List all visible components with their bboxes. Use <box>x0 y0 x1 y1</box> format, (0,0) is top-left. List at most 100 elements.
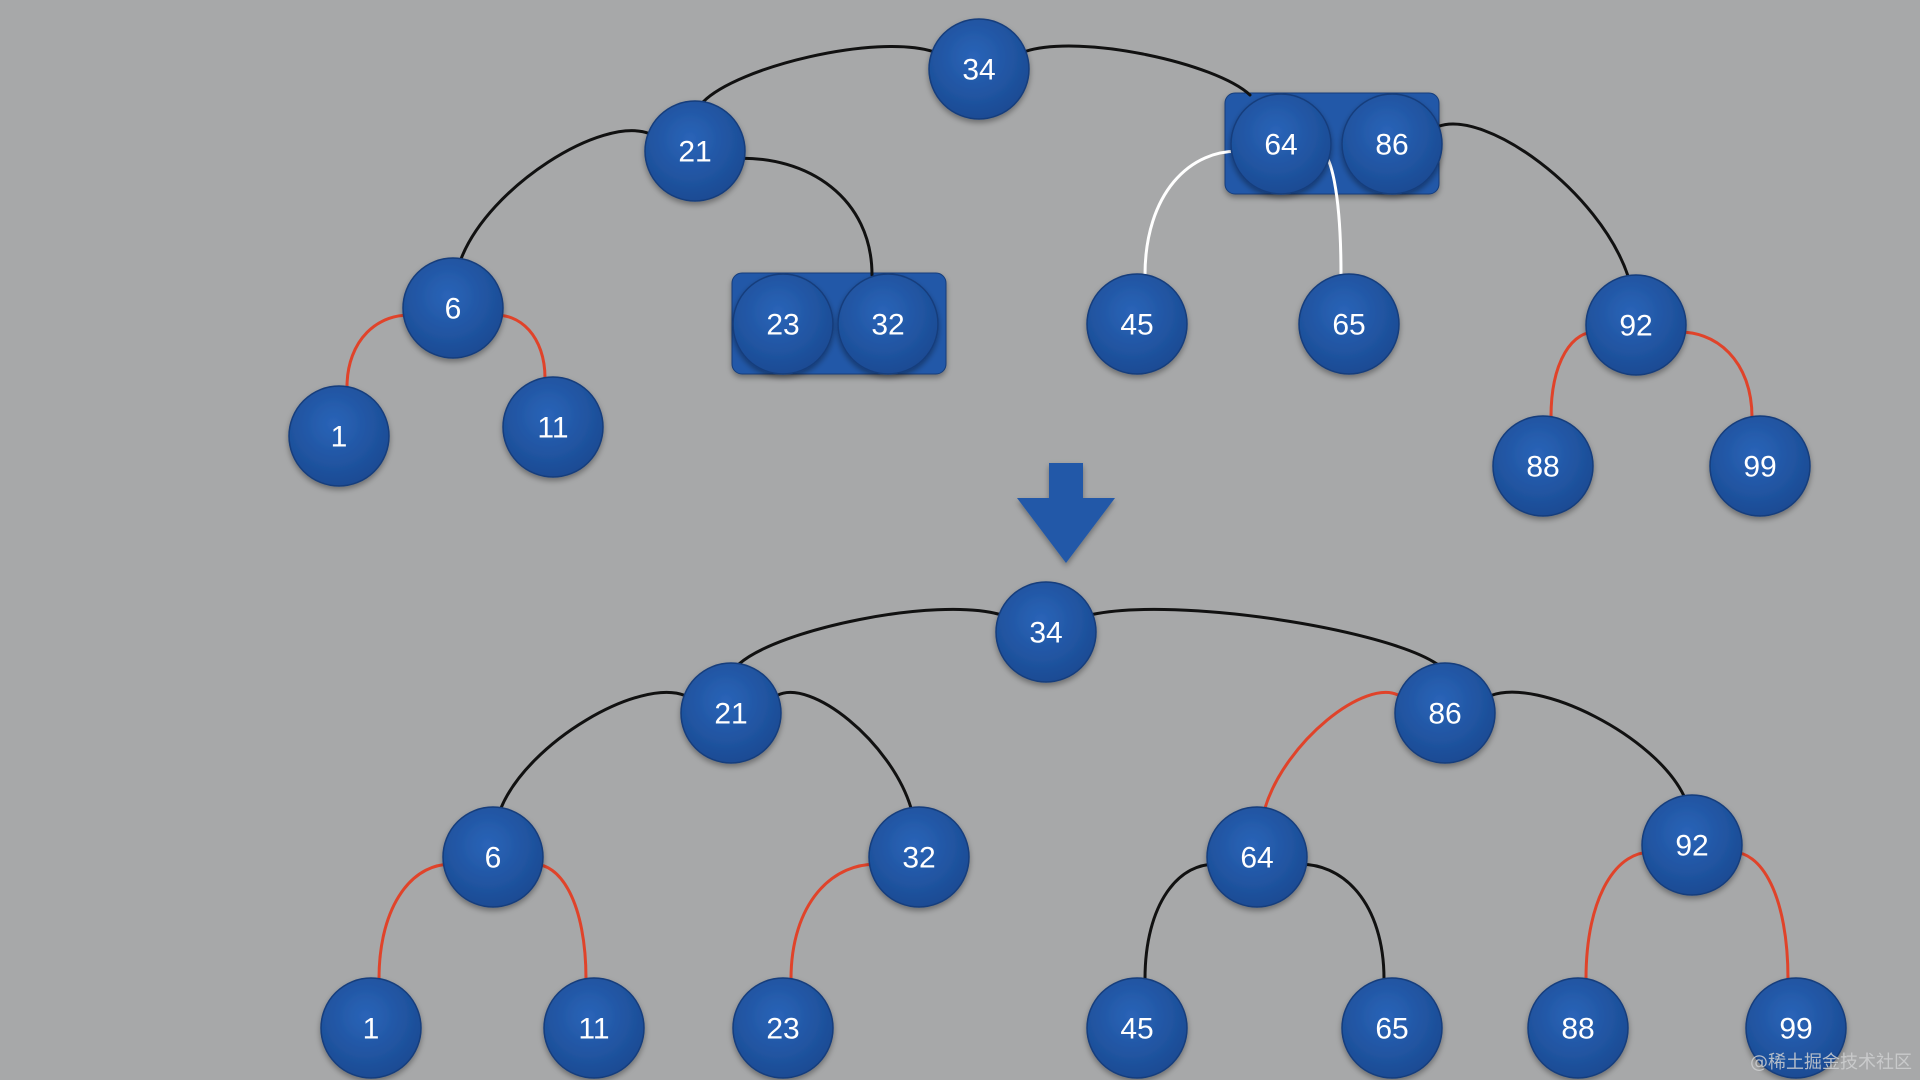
bottom-node-34: 34 <box>995 581 1097 683</box>
bottom-node-45: 45 <box>1086 977 1188 1079</box>
top-node-circle-86 <box>1341 93 1443 195</box>
top-node-label-21: 21 <box>678 136 711 169</box>
bottom-node-label-23: 23 <box>766 1013 799 1046</box>
bottom-node-circle-21 <box>680 662 782 764</box>
top-node-circle-32 <box>837 273 939 375</box>
bottom-edge-b32-b23-red <box>789 862 883 981</box>
bottom-node-circle-23 <box>732 977 834 1079</box>
top-node-1: 1 <box>288 385 390 487</box>
top-node-6: 6 <box>402 257 504 359</box>
bottom-edge-b6-b11-red <box>529 862 588 981</box>
top-node-label-92: 92 <box>1619 310 1652 343</box>
bottom-node-86: 86 <box>1394 662 1496 764</box>
bottom-node-circle-11 <box>543 977 645 1079</box>
top-node-label-6: 6 <box>445 293 462 326</box>
top-node-23: 23 <box>732 273 834 375</box>
top-node-label-45: 45 <box>1120 309 1153 342</box>
top-node-label-65: 65 <box>1332 309 1365 342</box>
bottom-node-99: 99 <box>1745 977 1847 1079</box>
bottom-node-label-92: 92 <box>1675 830 1708 863</box>
top-edge-t86-t92-black <box>1436 122 1630 278</box>
bottom-node-circle-65 <box>1341 977 1443 1079</box>
top-node-circle-34 <box>928 18 1030 120</box>
top-node-65: 65 <box>1298 273 1400 375</box>
bottom-node-label-34: 34 <box>1029 617 1062 650</box>
bottom-node-1: 1 <box>320 977 422 1079</box>
top-edge-t21-t6-black <box>459 129 651 261</box>
bottom-node-circle-34 <box>995 581 1097 683</box>
top-edge-t64-t45-white <box>1143 149 1245 277</box>
bottom-edge-b21-b6-black <box>499 690 687 810</box>
top-node-circle-11 <box>502 376 604 478</box>
top-node-64: 64 <box>1230 93 1332 195</box>
top-node-circle-1 <box>288 385 390 487</box>
bottom-node-label-21: 21 <box>714 698 747 731</box>
bottom-node-label-88: 88 <box>1561 1013 1594 1046</box>
bottom-node-circle-88 <box>1527 977 1629 1079</box>
top-node-label-1: 1 <box>331 421 348 454</box>
top-node-circle-23 <box>732 273 834 375</box>
bottom-edge-b86-b92-black <box>1489 690 1686 798</box>
bottom-node-64: 64 <box>1206 806 1308 908</box>
top-node-circle-21 <box>644 100 746 202</box>
top-node-circle-65 <box>1298 273 1400 375</box>
bottom-node-circle-92 <box>1641 794 1743 896</box>
bottom-node-88: 88 <box>1527 977 1629 1079</box>
top-edge-t92-t99-red <box>1672 330 1754 419</box>
top-node-45: 45 <box>1086 273 1188 375</box>
bottom-node-32: 32 <box>868 806 970 908</box>
bottom-node-circle-32 <box>868 806 970 908</box>
top-node-11: 11 <box>502 376 604 478</box>
bottom-node-circle-99 <box>1745 977 1847 1079</box>
bottom-node-label-64: 64 <box>1240 842 1273 875</box>
top-node-86: 86 <box>1341 93 1443 195</box>
top-node-circle-45 <box>1086 273 1188 375</box>
bottom-node-circle-86 <box>1394 662 1496 764</box>
bottom-edge-b21-b32-black <box>775 690 913 810</box>
bottom-node-label-86: 86 <box>1428 698 1461 731</box>
top-edge-t21-tg2332-black <box>731 156 874 277</box>
top-node-label-11: 11 <box>537 412 568 445</box>
top-node-21: 21 <box>644 100 746 202</box>
bottom-node-11: 11 <box>543 977 645 1079</box>
bottom-edge-b92-b99-red <box>1728 850 1790 981</box>
watermark-text: @稀土掘金技术社区 <box>1750 1052 1912 1073</box>
top-node-label-34: 34 <box>962 54 995 87</box>
bottom-edge-b34-b86-black <box>1090 607 1439 666</box>
bottom-edge-b86-b64-red <box>1263 690 1401 810</box>
top-edge-t34-tg6486-black <box>1023 44 1252 97</box>
bottom-edge-b6-b1-red <box>377 862 457 981</box>
top-node-circle-64 <box>1230 93 1332 195</box>
top-node-label-32: 32 <box>871 309 904 342</box>
top-node-circle-92 <box>1585 274 1687 376</box>
bottom-node-label-99: 99 <box>1779 1013 1812 1046</box>
bottom-node-92: 92 <box>1641 794 1743 896</box>
top-node-circle-6 <box>402 257 504 359</box>
top-node-label-86: 86 <box>1375 129 1408 162</box>
bottom-node-label-11: 11 <box>578 1013 609 1046</box>
bottom-node-circle-1 <box>320 977 422 1079</box>
down-arrow-icon <box>1017 463 1115 563</box>
top-node-label-64: 64 <box>1264 129 1297 162</box>
bottom-node-23: 23 <box>732 977 834 1079</box>
top-node-34: 34 <box>928 18 1030 120</box>
top-node-circle-88 <box>1492 415 1594 517</box>
top-edge-t34-t21-black <box>701 44 935 104</box>
bottom-node-circle-6 <box>442 806 544 908</box>
top-node-label-23: 23 <box>766 309 799 342</box>
bottom-node-circle-64 <box>1206 806 1308 908</box>
bottom-node-65: 65 <box>1341 977 1443 1079</box>
bottom-node-21: 21 <box>680 662 782 764</box>
bottom-edge-b64-b45-black <box>1143 862 1221 981</box>
top-node-32: 32 <box>837 273 939 375</box>
top-node-label-99: 99 <box>1743 451 1776 484</box>
bottom-node-circle-45 <box>1086 977 1188 1079</box>
bottom-edge-b64-b65-black <box>1293 862 1386 981</box>
top-node-92: 92 <box>1585 274 1687 376</box>
bottom-node-label-45: 45 <box>1120 1013 1153 1046</box>
bottom-edge-b92-b88-red <box>1584 850 1656 981</box>
top-node-99: 99 <box>1709 415 1811 517</box>
